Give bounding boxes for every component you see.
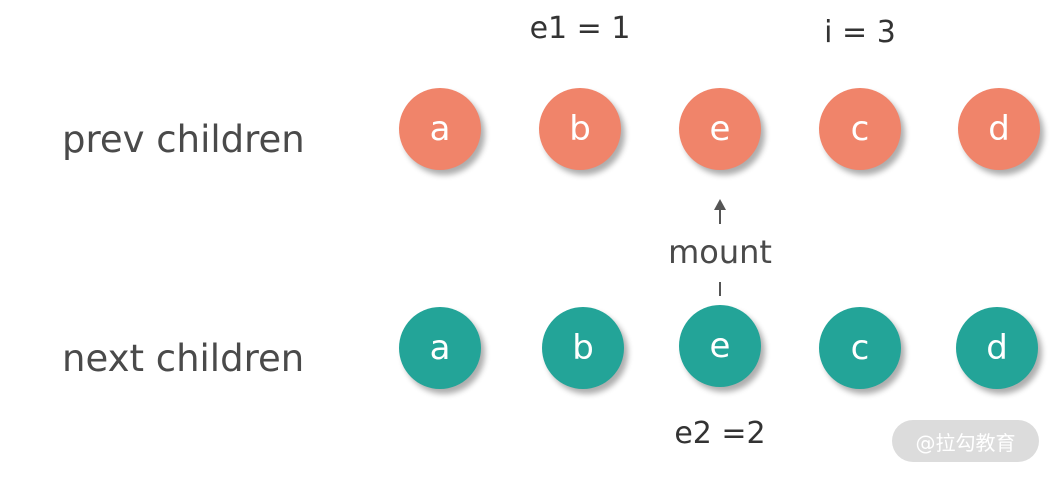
i-pointer-label: i = 3: [824, 15, 896, 50]
next-node-e: e: [679, 305, 761, 387]
next-node-c: c: [819, 307, 901, 389]
prev-node-e: e: [679, 88, 761, 170]
next-node-d: d: [956, 307, 1038, 389]
next-children-label: next children: [62, 337, 305, 380]
mount-label: mount: [668, 233, 772, 271]
e2-pointer-label: e2 =2: [674, 416, 766, 451]
next-node-b: b: [542, 307, 624, 389]
e1-pointer-label: e1 = 1: [529, 11, 631, 46]
watermark-badge: @拉勾教育: [892, 420, 1039, 462]
prev-node-c: c: [819, 88, 901, 170]
prev-node-d: d: [958, 88, 1040, 170]
prev-children-label: prev children: [62, 118, 305, 161]
next-node-a: a: [399, 307, 481, 389]
prev-node-b: b: [539, 88, 621, 170]
mount-arrow-head: [714, 199, 726, 210]
prev-node-a: a: [399, 88, 481, 170]
